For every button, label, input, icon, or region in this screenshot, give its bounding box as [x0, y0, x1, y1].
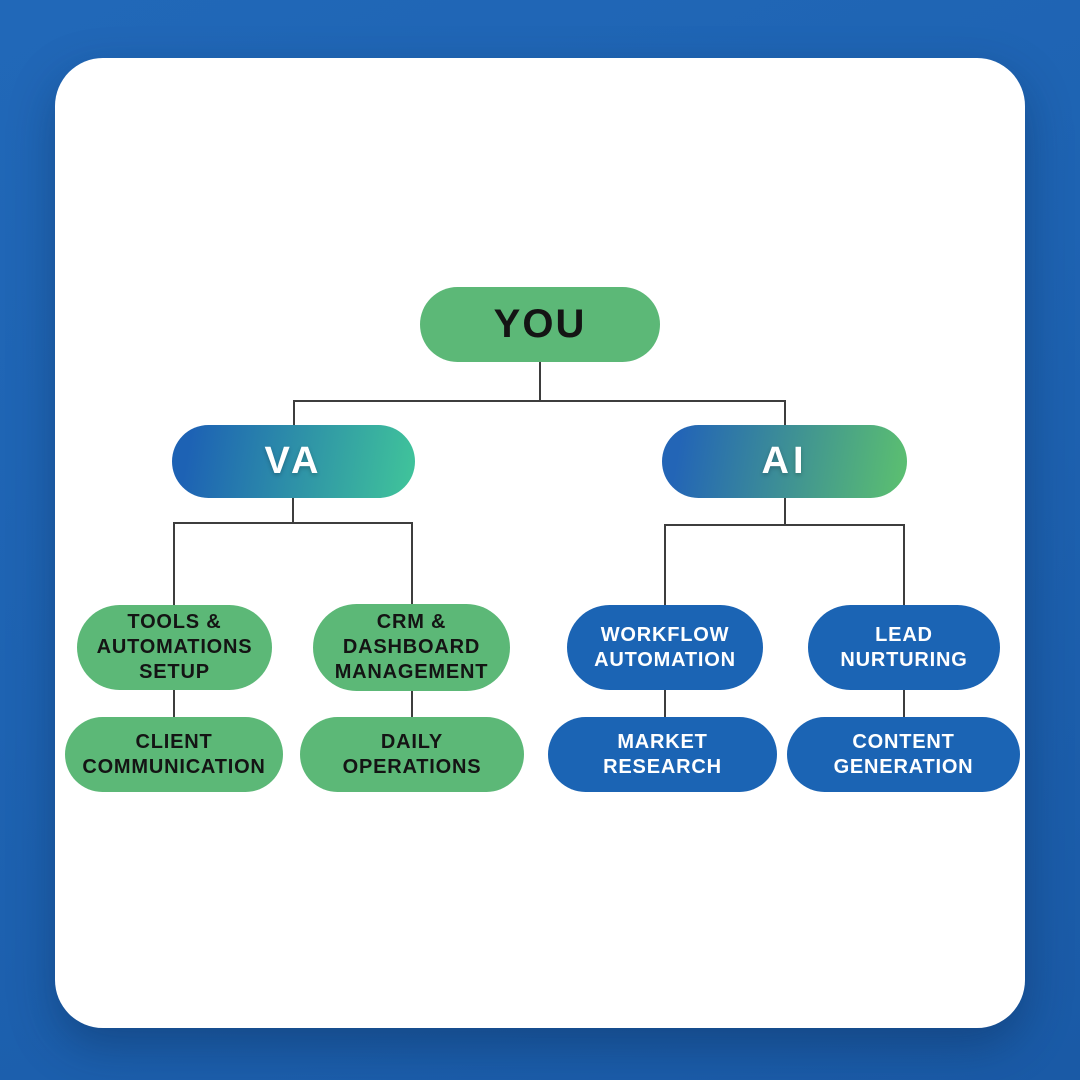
node-market-research: MARKET RESEARCH: [548, 717, 777, 792]
node-you: YOU: [420, 287, 660, 362]
node-crm-dashboard-management: CRM & DASHBOARD MANAGEMENT: [313, 604, 510, 691]
node-label: LEAD NURTURING: [840, 623, 968, 671]
node-you-label: YOU: [493, 301, 587, 346]
node-label: CONTENT GENERATION: [833, 730, 974, 778]
node-daily-operations: DAILY OPERATIONS: [300, 717, 524, 792]
node-content-generation: CONTENT GENERATION: [787, 717, 1020, 792]
node-tools-automations-setup: TOOLS & AUTOMATIONS SETUP: [77, 605, 272, 690]
node-client-communication: CLIENT COMMUNICATION: [65, 717, 283, 792]
node-va-label: VA: [264, 439, 323, 482]
node-label: CRM & DASHBOARD MANAGEMENT: [334, 611, 489, 683]
node-label: DAILY OPERATIONS: [342, 730, 482, 778]
node-ai-label: AI: [761, 439, 808, 482]
node-lead-nurturing: LEAD NURTURING: [808, 605, 1000, 690]
canvas-card: YOU VA AI TOOLS & AUTOMATIONS SETUP CRM …: [55, 58, 1025, 1028]
node-va: VA: [172, 425, 415, 498]
node-label: CLIENT COMMUNICATION: [82, 730, 266, 778]
connector-lines: [173, 362, 905, 718]
node-ai: AI: [662, 425, 907, 498]
node-workflow-automation: WORKFLOW AUTOMATION: [567, 605, 763, 690]
node-label: MARKET RESEARCH: [603, 730, 722, 778]
node-label: TOOLS & AUTOMATIONS SETUP: [96, 611, 253, 683]
node-label: WORKFLOW AUTOMATION: [594, 623, 736, 671]
